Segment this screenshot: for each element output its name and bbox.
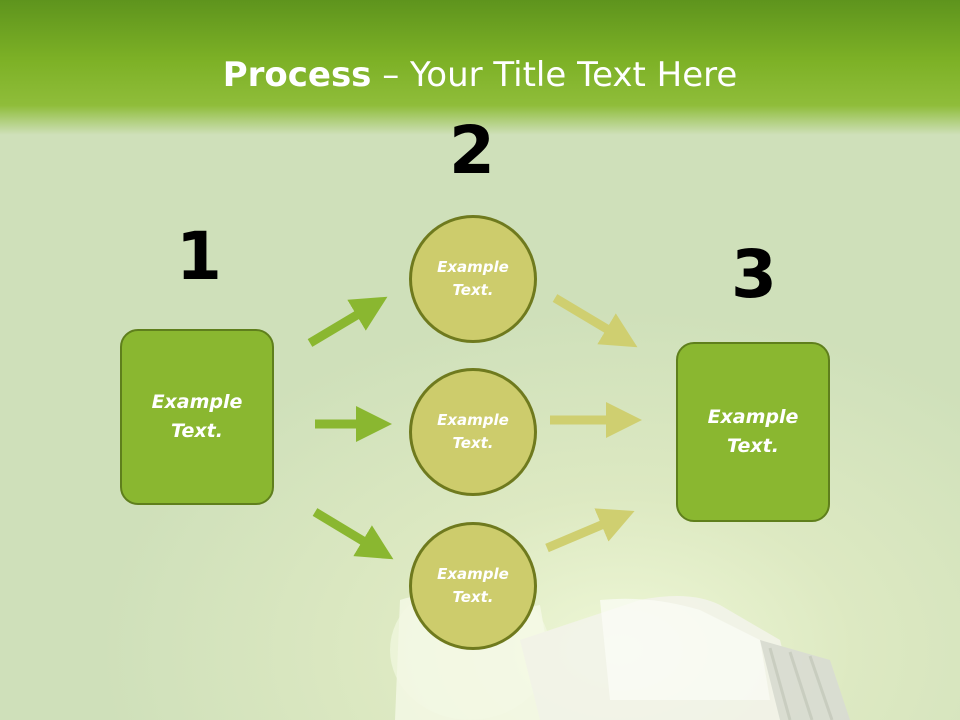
arrow-from-circle-3 xyxy=(545,508,635,553)
step-number-3: 3 xyxy=(731,236,777,313)
arrow-to-circle-1 xyxy=(307,296,388,347)
title-rest: – Your Title Text Here xyxy=(371,55,738,95)
slide-title: Process – Your Title Text Here xyxy=(0,52,960,98)
step-number-1: 1 xyxy=(176,218,222,295)
circle-2: Example Text. xyxy=(409,368,537,496)
arrow-to-circle-3 xyxy=(312,508,394,560)
step-number-2: 2 xyxy=(449,112,495,189)
circle-2-label: Example Text. xyxy=(437,411,509,452)
header-band xyxy=(0,0,960,135)
title-bold: Process xyxy=(222,55,372,95)
circle-3-label: Example Text. xyxy=(437,565,509,606)
step-3-box: Example Text. xyxy=(676,342,830,522)
step-1-label: Example Text. xyxy=(151,391,243,442)
circle-1: Example Text. xyxy=(409,215,537,343)
step-1-box: Example Text. xyxy=(120,329,274,505)
circle-1-label: Example Text. xyxy=(437,258,509,299)
circle-3: Example Text. xyxy=(409,522,537,650)
step-3-label: Example Text. xyxy=(707,406,799,457)
arrow-from-circle-1 xyxy=(552,294,638,348)
